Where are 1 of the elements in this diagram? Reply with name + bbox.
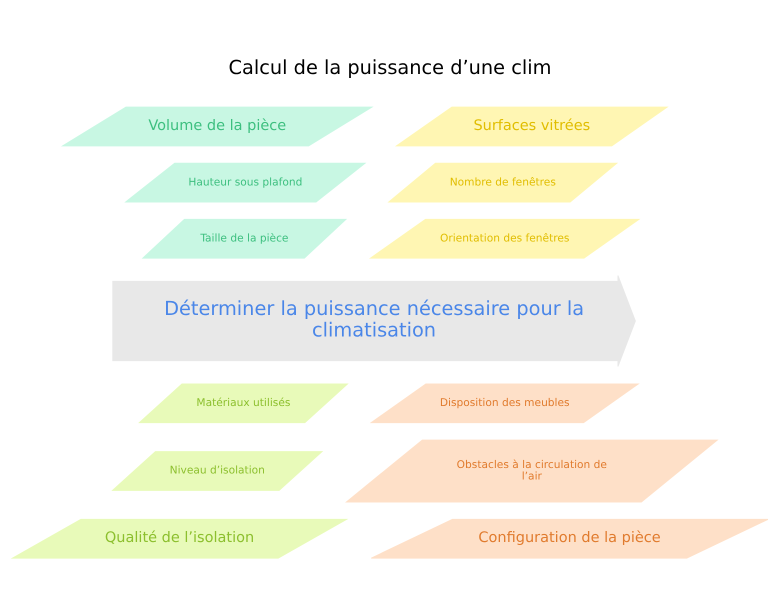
diagram-title: Calcul de la puissance d’une clim (228, 56, 552, 80)
